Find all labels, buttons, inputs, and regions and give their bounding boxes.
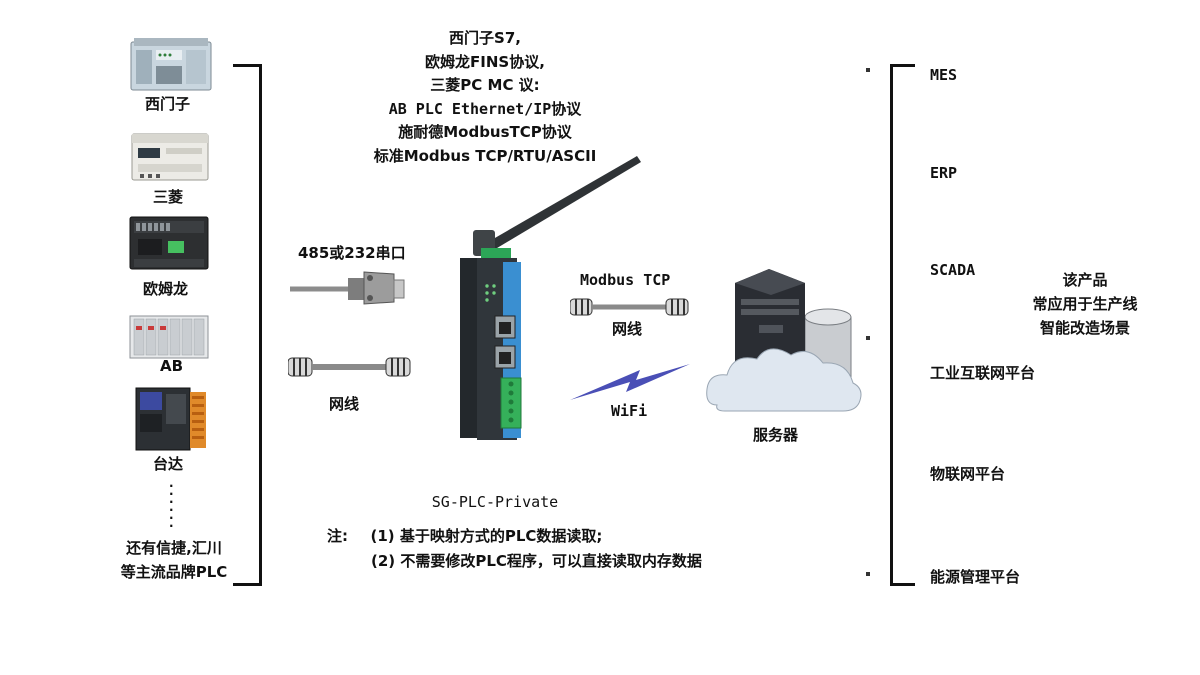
ethernet-cable-icon-left [288,357,411,377]
delta-label: 台达 [153,455,184,473]
notes-prefix: 注: [327,527,348,545]
protocol-omron: 欧姆龙FINS协议, [425,52,545,71]
plc-group-bracket [233,64,262,586]
tick-mark [866,572,870,576]
usage-line1: 该产品 [1062,271,1108,289]
wifi-bolt-icon [570,364,690,400]
platform-energy: 能源管理平台 [930,568,1021,586]
usage-line2: 常应用于生产线 [1032,295,1138,313]
note-item-1: (1) 基于映射方式的PLC数据读取; [370,527,603,545]
platform-scada: SCADA [930,261,976,279]
platform-mes: MES [930,66,958,84]
protocol-list: 西门子S7, 欧姆龙FINS协议, 三菱PC MC 议: AB PLC Ethe… [340,27,630,169]
platform-erp: ERP [930,164,958,182]
mitsubishi-plc-image [131,133,209,181]
protocol-standard-modbus: 标准Modbus TCP/RTU/ASCII [373,146,597,165]
server-label: 服务器 [753,426,799,444]
platform-iot: 物联网平台 [930,465,1006,483]
ethernet-cable-icon-middle [570,298,689,316]
gateway-device-image [460,156,641,440]
mitsubishi-label: 三菱 [153,188,184,206]
other-brands-line1: 还有信捷,汇川 [126,539,222,557]
siemens-label: 西门子 [145,95,191,113]
protocol-schneider: 施耐德ModbusTCP协议 [398,123,572,142]
protocol-siemens: 西门子S7, [449,29,521,47]
omron-label: 欧姆龙 [143,280,189,298]
other-brands-line2: 等主流品牌PLC [120,563,228,581]
platform-iiot: 工业互联网平台 [930,364,1036,382]
server-cloud-image [706,269,862,412]
protocol-mitsubishi: 三菱PC MC 议: [430,76,540,95]
gateway-name: SG-PLC-Private [431,493,559,511]
ethernet-label-left: 网线 [329,395,360,413]
usage-line3: 智能改造场景 [1039,319,1130,337]
tick-mark [866,68,870,72]
protocol-ab: AB PLC Ethernet/IP协议 [388,99,582,118]
modbus-tcp-label: Modbus TCP [580,271,671,289]
serial-cable-icon [290,271,405,305]
siemens-plc-image [130,38,212,91]
delta-plc-image [135,387,206,451]
notes-block: 注: (1) 基于映射方式的PLC数据读取; (2) 不需要修改PLC程序，可以… [327,524,702,574]
cable-label-middle: 网线 [612,320,643,338]
usage-note: 该产品 常应用于生产线 智能改造场景 [1010,268,1160,340]
ab-label: AB [160,357,184,375]
ab-plc-image [129,315,209,359]
tick-mark [866,336,870,340]
platform-group-bracket [890,64,915,586]
wifi-label: WiFi [611,402,648,420]
omron-plc-image [129,216,209,270]
serial-port-label: 485或232串口 [298,244,406,262]
note-item-2: (2) 不需要修改PLC程序，可以直接读取内存数据 [371,552,702,570]
more-devices-ellipsis: ······ [169,479,174,533]
